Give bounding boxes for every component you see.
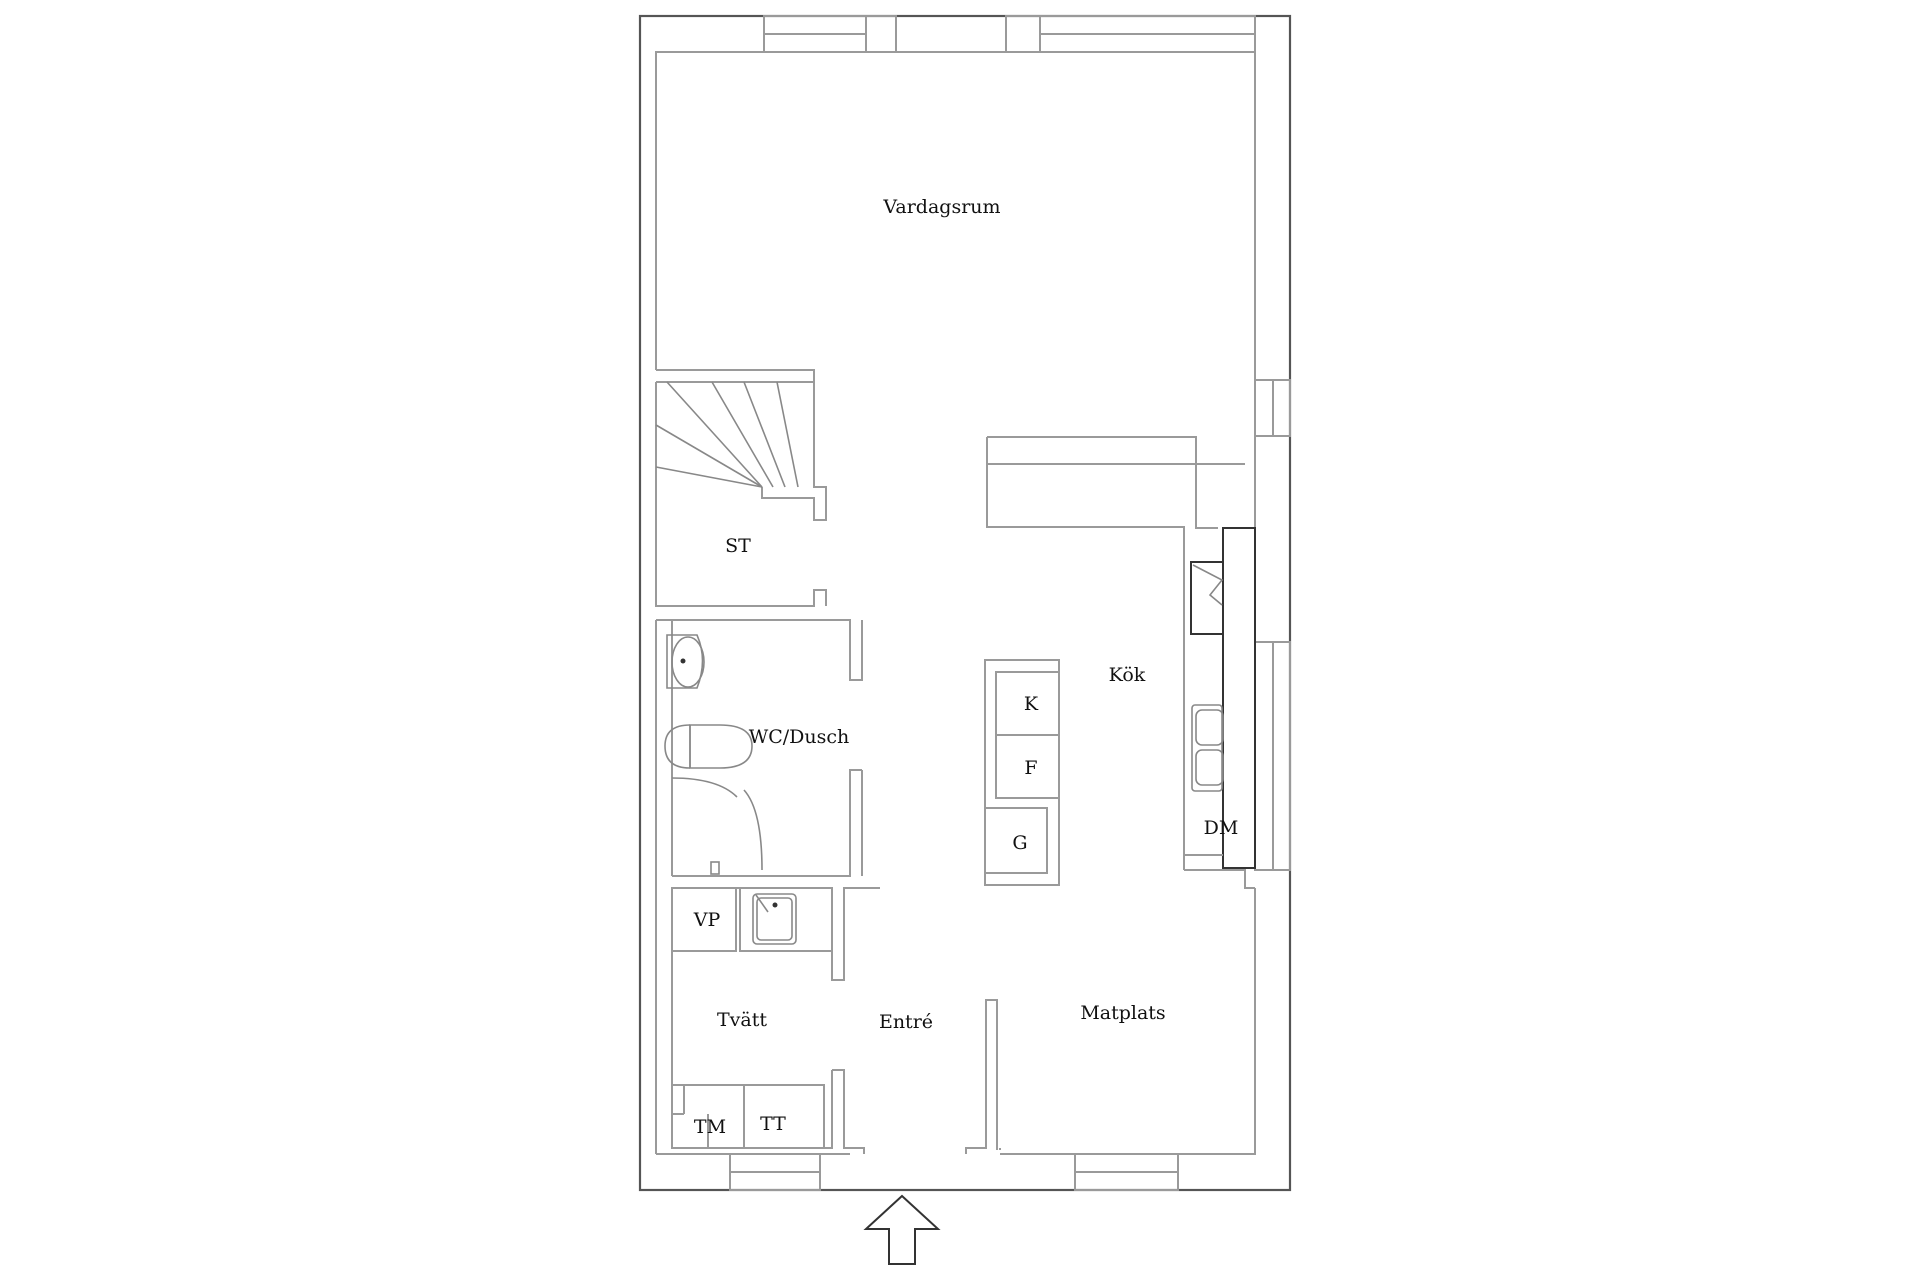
appliance-label-g: G — [1012, 832, 1027, 854]
appliance-label-k: K — [1024, 693, 1039, 715]
windows — [729, 15, 1291, 1191]
room-label-tvatt: Tvätt — [717, 1009, 767, 1031]
staircase — [655, 381, 799, 488]
room-label-st: ST — [725, 535, 751, 557]
room-label-matplats: Matplats — [1080, 1002, 1165, 1024]
bathroom-fixtures — [664, 634, 763, 875]
room-label-kok: Kök — [1109, 664, 1146, 686]
arrow-up-icon — [863, 1194, 941, 1265]
room-label-entre: Entré — [879, 1011, 933, 1033]
appliance-label-f: F — [1024, 757, 1037, 779]
appliance-label-tm: TM — [694, 1116, 726, 1138]
appliance-label-dm: DM — [1204, 817, 1239, 839]
interior-walls — [655, 369, 1255, 1154]
room-labels: Vardagsrum ST WC/Dusch Kök VP Tvätt Entr… — [693, 196, 1239, 1138]
laundry-fixtures — [671, 887, 833, 1149]
kitchen-fixtures — [984, 527, 1256, 886]
appliance-label-tt: TT — [760, 1113, 786, 1135]
room-label-vp: VP — [693, 909, 721, 931]
room-label-vardagsrum: Vardagsrum — [882, 196, 1000, 218]
room-label-wc-dusch: WC/Dusch — [749, 726, 850, 748]
